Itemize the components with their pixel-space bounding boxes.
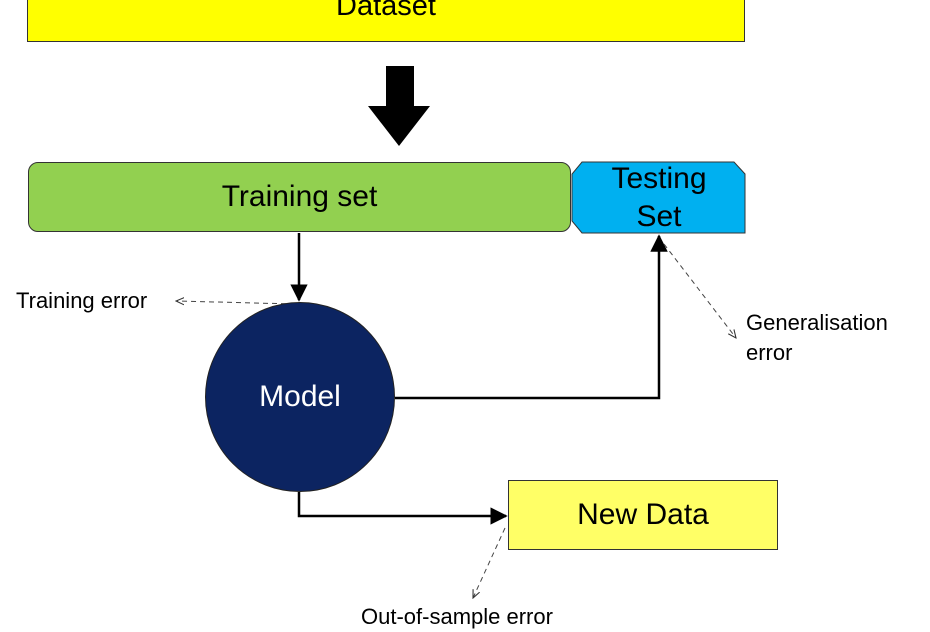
dataset-box: Dataset	[27, 0, 745, 42]
training-error-label: Training error	[16, 288, 148, 313]
training-set-label: Training set	[221, 180, 378, 213]
model-to-newdata-arrow	[297, 492, 508, 525]
out-of-sample-error-label: Out-of-sample error	[361, 604, 553, 629]
training-error-dashed-arrow	[176, 301, 296, 304]
new-data-box: New Data	[508, 480, 778, 550]
model-label: Model	[259, 380, 341, 413]
testing-set-label-line1: Testing	[611, 162, 707, 195]
training-set-box: Training set	[28, 162, 571, 232]
out-of-sample-dashed-arrow	[473, 527, 506, 598]
dataset-split-arrow	[368, 66, 430, 146]
new-data-label: New Data	[577, 498, 709, 531]
model-node: Model	[205, 302, 395, 492]
testing-set-shape	[571, 161, 746, 234]
generalisation-error-label: Generalisation error	[746, 308, 888, 368]
testing-set-label-line2: Set	[636, 200, 682, 233]
dataset-label: Dataset	[336, 0, 436, 22]
generalisation-error-dashed-arrow	[663, 243, 736, 338]
model-to-testing-arrow	[395, 234, 668, 400]
generalisation-error-line2: error	[746, 340, 793, 365]
testing-set-label: Testing Set	[575, 160, 743, 236]
generalisation-error-line1: Generalisation	[746, 310, 888, 335]
